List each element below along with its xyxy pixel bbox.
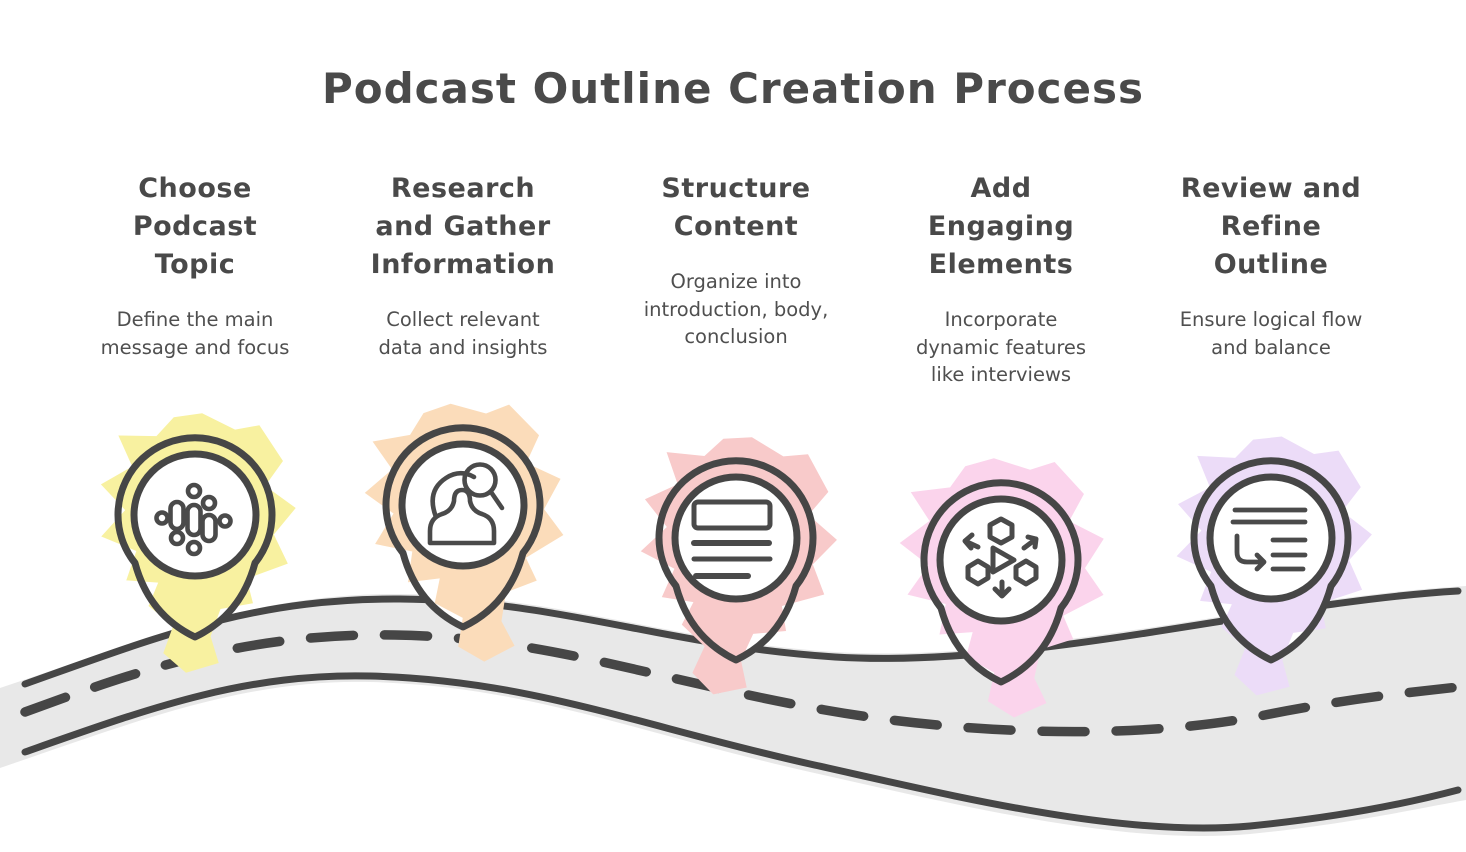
waveform-dot — [185, 482, 203, 500]
step-pin-3 — [616, 422, 851, 710]
hexagon-bottom-left — [965, 558, 991, 587]
hexagon-top — [987, 516, 1015, 546]
step-description: Collect relevant data and insights — [378, 308, 548, 359]
step-column-1: Choose Podcast Topic Define the main mes… — [55, 170, 335, 361]
step-column-3: Structure Content Organize into introduc… — [596, 170, 876, 351]
waveform-dot — [200, 494, 218, 512]
step-column-2: Research and Gather Information Collect … — [323, 170, 603, 361]
hexagon-bottom-right — [1013, 558, 1039, 587]
step-description: Define the main message and focus — [100, 308, 290, 359]
arrow-up-right — [1021, 534, 1039, 551]
step-pin-1 — [88, 406, 302, 680]
road-bottom-edge — [21, 672, 1462, 832]
document-header-box — [691, 499, 773, 531]
document-outline-icon — [691, 499, 773, 579]
road-surface — [0, 586, 1466, 837]
step-title: Research and Gather Information — [370, 173, 556, 280]
pin-inner-circle — [398, 440, 528, 570]
step-description: Ensure logical flow and balance — [1179, 308, 1363, 359]
pin-inner-circle — [671, 473, 801, 603]
road-center-dashes — [20, 630, 1463, 737]
media-shapes-icon — [962, 516, 1039, 599]
waveform-bar — [200, 512, 218, 544]
pin-inner-circle — [936, 495, 1066, 625]
waveform-dot — [217, 513, 233, 529]
step-description: Incorporate dynamic features like interv… — [915, 308, 1087, 386]
magnifier-lens — [462, 462, 498, 498]
arrow-left — [962, 532, 981, 551]
person-body — [427, 487, 497, 546]
waveform-bar — [168, 499, 186, 532]
magnifier-handle — [488, 489, 505, 511]
road — [0, 586, 1466, 837]
page-title: Podcast Outline Creation Process — [321, 64, 1145, 113]
list-refine-arrow-icon — [1230, 507, 1308, 572]
step-column-5: Review and Refine Outline Ensure logical… — [1131, 170, 1411, 361]
pin-inner-circle — [1206, 473, 1336, 603]
waveform-dot — [168, 529, 186, 547]
waveform-dot — [185, 539, 203, 557]
step-pin-4 — [894, 450, 1116, 725]
waveform-dot — [154, 510, 170, 526]
step-title: Add Engaging Elements — [927, 173, 1075, 280]
step-title: Choose Podcast Topic — [132, 173, 258, 280]
step-column-4: Add Engaging Elements Incorporate dynami… — [861, 170, 1141, 389]
road-top-edge — [21, 587, 1462, 688]
step-title: Structure Content — [661, 173, 811, 242]
return-arrow — [1234, 533, 1267, 572]
podcast-waveform-icon — [154, 482, 233, 557]
step-pin-2 — [355, 391, 582, 674]
step-description: Organize into introduction, body, conclu… — [643, 270, 829, 348]
pin-inner-circle — [130, 450, 260, 580]
step-pin-5 — [1159, 426, 1382, 706]
person-with-magnifier-icon — [427, 462, 505, 546]
arrow-down — [992, 579, 1012, 599]
play-triangle — [990, 545, 1017, 575]
step-title: Review and Refine Outline — [1180, 173, 1362, 280]
